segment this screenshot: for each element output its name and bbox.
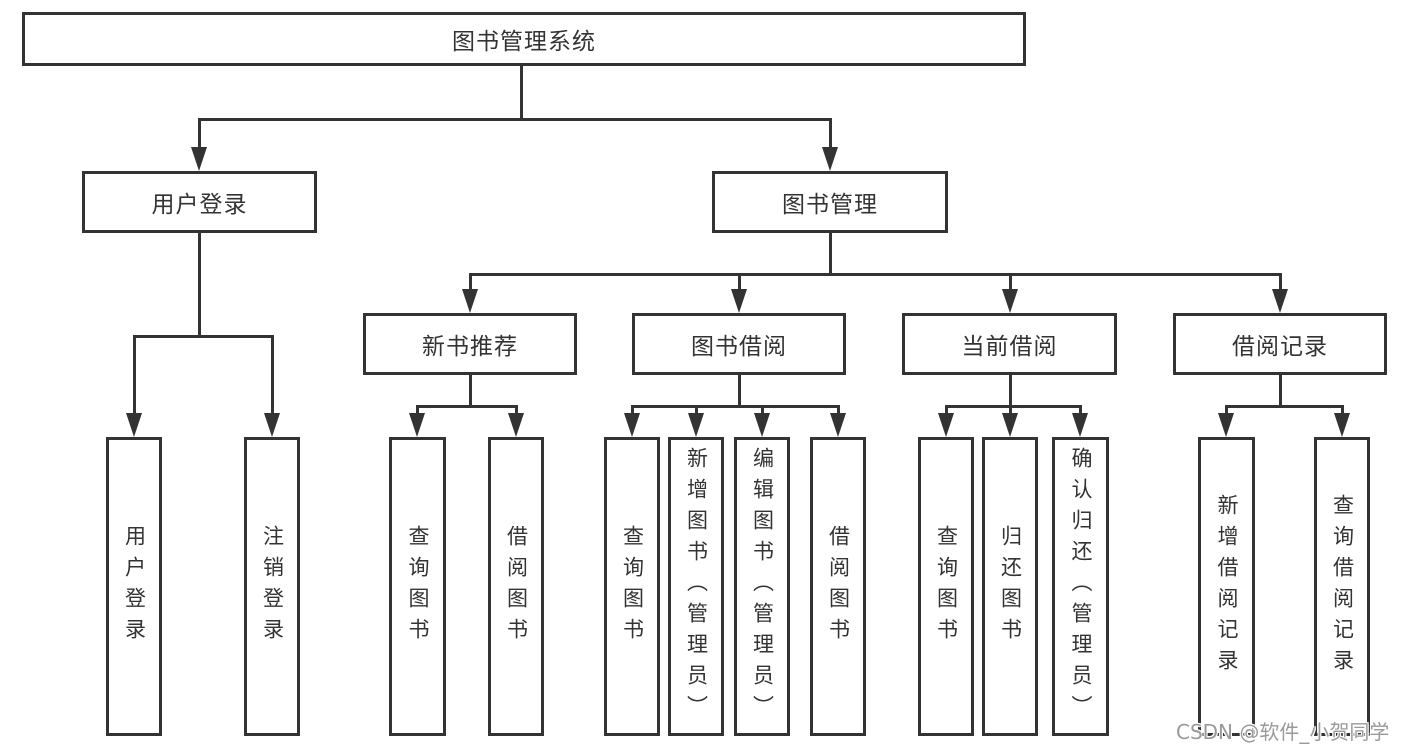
connector-records-stem [1279, 375, 1282, 408]
leaf-label: 新增图书（管理员） [684, 447, 709, 726]
arrow-down-icon [126, 413, 142, 437]
connector-borrow-stem [738, 375, 741, 408]
arrow-down-icon [462, 289, 478, 313]
arrow-down-icon [822, 147, 838, 171]
connector-leaf-stub [1341, 408, 1344, 415]
node-leaf-borrow-edit-book-admin: 编辑图书（管理员） [734, 437, 790, 736]
connector-leaf-stub [1225, 408, 1228, 415]
connector-leaf-stub [133, 338, 136, 416]
connector-leaf-stub [515, 408, 518, 415]
node-leaf-borrow-query-book: 查询图书 [604, 437, 660, 736]
connector-current-stem [1009, 375, 1012, 408]
connector-level3-stub [1009, 276, 1012, 291]
node-leaf-current-return-book: 归还图书 [982, 437, 1038, 736]
node-leaf-user-login: 用户登录 [106, 437, 162, 736]
connector-root-stem [520, 66, 523, 121]
arrow-down-icon [191, 147, 207, 171]
node-book-management: 图书管理 [712, 171, 948, 233]
node-leaf-recommend-borrow-book: 借阅图书 [488, 437, 544, 736]
arrow-down-icon [1272, 289, 1288, 313]
node-leaf-records-add-record: 新增借阅记录 [1198, 437, 1255, 736]
leaf-label: 查询借阅记录 [1330, 493, 1355, 680]
arrow-down-icon [688, 413, 704, 437]
leaf-label: 查询图书 [620, 524, 645, 649]
arrow-down-icon [1002, 289, 1018, 313]
connector-leaf-stub [761, 408, 764, 415]
arrow-down-icon [1218, 413, 1234, 437]
connector-user-login-stem [198, 233, 201, 338]
leaf-label: 用户登录 [122, 524, 147, 649]
connector-recommend-distributor [416, 405, 518, 408]
arrow-down-icon [1002, 413, 1018, 437]
watermark: CSDN @软件_小贺同学 [1176, 720, 1390, 744]
arrow-down-icon [508, 413, 524, 437]
connector-leaf-stub [945, 408, 948, 415]
node-leaf-borrow-borrow-book: 借阅图书 [810, 437, 866, 736]
leaf-label: 归还图书 [998, 524, 1023, 649]
leaf-label: 确认归还（管理员） [1069, 447, 1093, 726]
node-leaf-records-query-record: 查询借阅记录 [1314, 437, 1370, 736]
leaf-label: 新增借阅记录 [1215, 493, 1239, 680]
connector-leaf-stub [1009, 408, 1012, 415]
leaf-label: 借阅图书 [826, 524, 851, 649]
node-book-borrow: 图书借阅 [632, 313, 846, 375]
connector-leaf-stub [837, 408, 840, 415]
node-user-login: 用户登录 [82, 171, 317, 233]
arrow-down-icon [1072, 413, 1088, 437]
connector-leaf-stub [416, 408, 419, 415]
node-library-management-system: 图书管理系统 [22, 12, 1026, 66]
connector-level3-stub [1279, 276, 1282, 291]
leaf-label: 查询图书 [406, 524, 430, 649]
node-leaf-recommend-query-book: 查询图书 [389, 437, 446, 736]
connector-leaf-stub [631, 408, 634, 415]
leaf-label: 编辑图书（管理员） [750, 447, 775, 726]
connector-leaf-stub [271, 338, 274, 416]
connector-records-distributor [1225, 405, 1344, 408]
connector-book-mgmt-stem [829, 233, 832, 276]
arrow-down-icon [754, 413, 770, 437]
connector-recommend-stem [469, 375, 472, 408]
arrow-down-icon [830, 413, 846, 437]
node-current-borrow: 当前借阅 [902, 313, 1117, 375]
arrow-down-icon [1334, 413, 1350, 437]
connector-borrow-distributor [631, 405, 840, 408]
leaf-label: 注销登录 [260, 524, 285, 649]
node-new-book-recommend: 新书推荐 [363, 313, 577, 375]
connector-level3-stub [738, 276, 741, 291]
connector-leaf-stub [695, 408, 698, 415]
connector-level3-distributor [469, 273, 1282, 276]
connector-leaf-stub [1079, 408, 1082, 415]
node-leaf-current-confirm-return-admin: 确认归还（管理员） [1052, 437, 1109, 736]
node-leaf-borrow-add-book-admin: 新增图书（管理员） [668, 437, 724, 736]
connector-user-login-stub [198, 121, 201, 149]
arrow-down-icon [409, 413, 425, 437]
arrow-down-icon [731, 289, 747, 313]
arrow-down-icon [624, 413, 640, 437]
connector-book-mgmt-stub [829, 121, 832, 149]
node-borrow-records: 借阅记录 [1173, 313, 1387, 375]
arrow-down-icon [938, 413, 954, 437]
connector-current-distributor [945, 405, 1082, 408]
connector-level3-stub [469, 276, 472, 291]
node-leaf-logout: 注销登录 [244, 437, 300, 736]
arrow-down-icon [264, 413, 280, 437]
leaf-label: 借阅图书 [504, 524, 529, 649]
leaf-label: 查询图书 [934, 524, 959, 649]
connector-level2-distributor [198, 118, 832, 121]
connector-user-login-distributor [133, 335, 274, 338]
node-leaf-current-query-book: 查询图书 [918, 437, 974, 736]
